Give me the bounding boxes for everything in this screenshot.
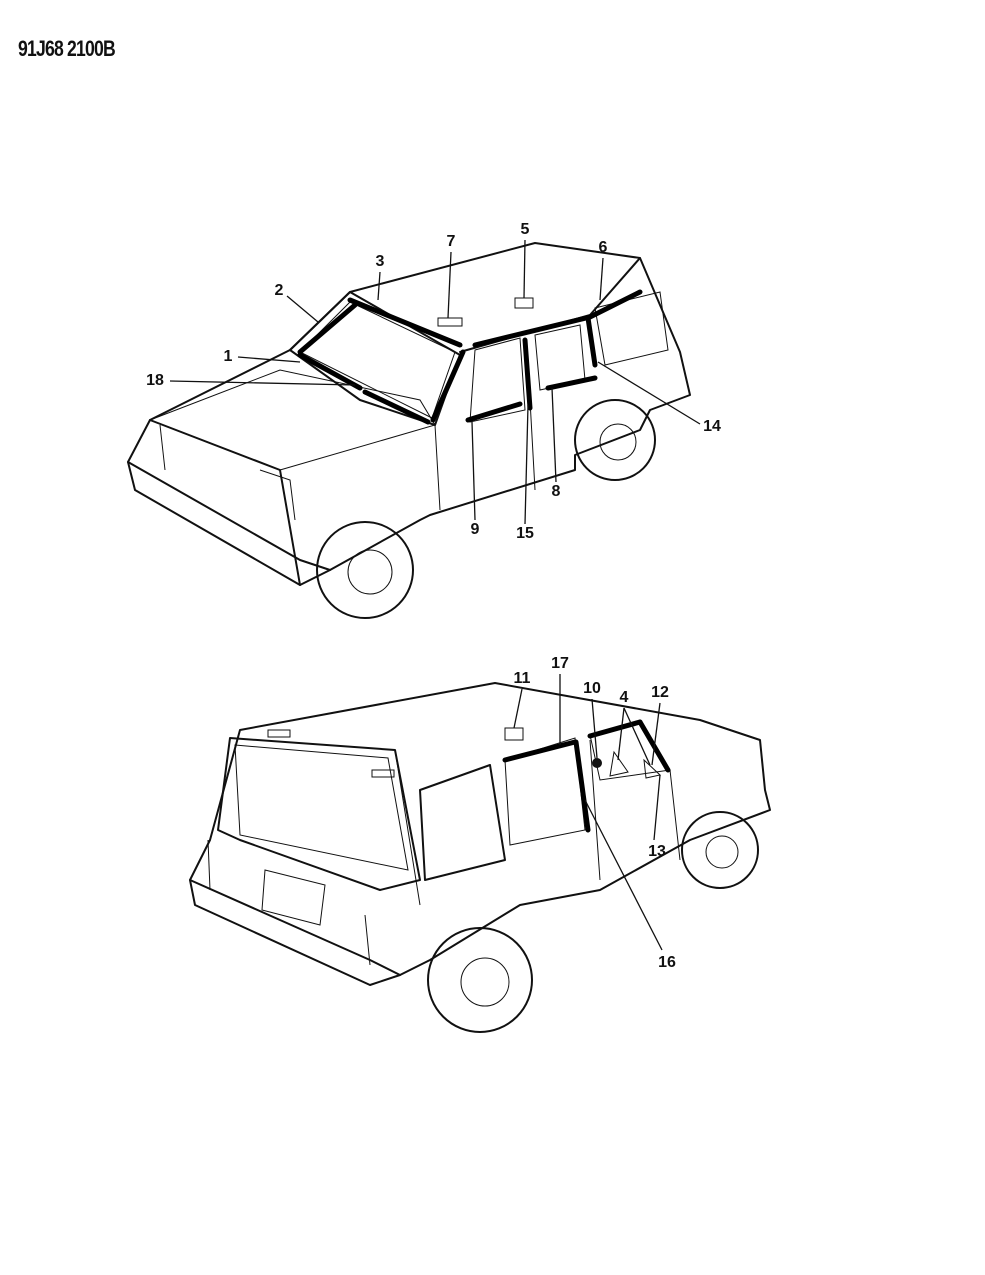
bottom-leader-lines	[513, 674, 663, 951]
rear-view-vehicle	[189, 682, 771, 1033]
callout-2: 2	[274, 282, 284, 299]
callout-6: 6	[598, 239, 608, 256]
front-view-vehicle	[127, 242, 691, 619]
callout-14: 14	[703, 418, 721, 435]
callout-3: 3	[375, 253, 385, 270]
callout-9: 9	[470, 521, 480, 538]
callout-18: 18	[146, 372, 164, 389]
callout-13: 13	[648, 843, 666, 860]
callout-5: 5	[520, 221, 530, 238]
callout-16: 16	[658, 954, 676, 971]
callout-7: 7	[446, 233, 456, 250]
callout-10: 10	[583, 680, 601, 697]
callout-15: 15	[516, 525, 534, 542]
callout-17: 17	[551, 655, 569, 672]
callout-4: 4	[619, 689, 629, 706]
callout-8: 8	[551, 483, 561, 500]
top-leader-lines	[169, 239, 701, 525]
callout-11: 11	[513, 670, 531, 687]
callout-1: 1	[223, 348, 233, 365]
callout-12: 12	[651, 684, 669, 701]
diagram-code: 91J68 2100B	[18, 36, 116, 61]
